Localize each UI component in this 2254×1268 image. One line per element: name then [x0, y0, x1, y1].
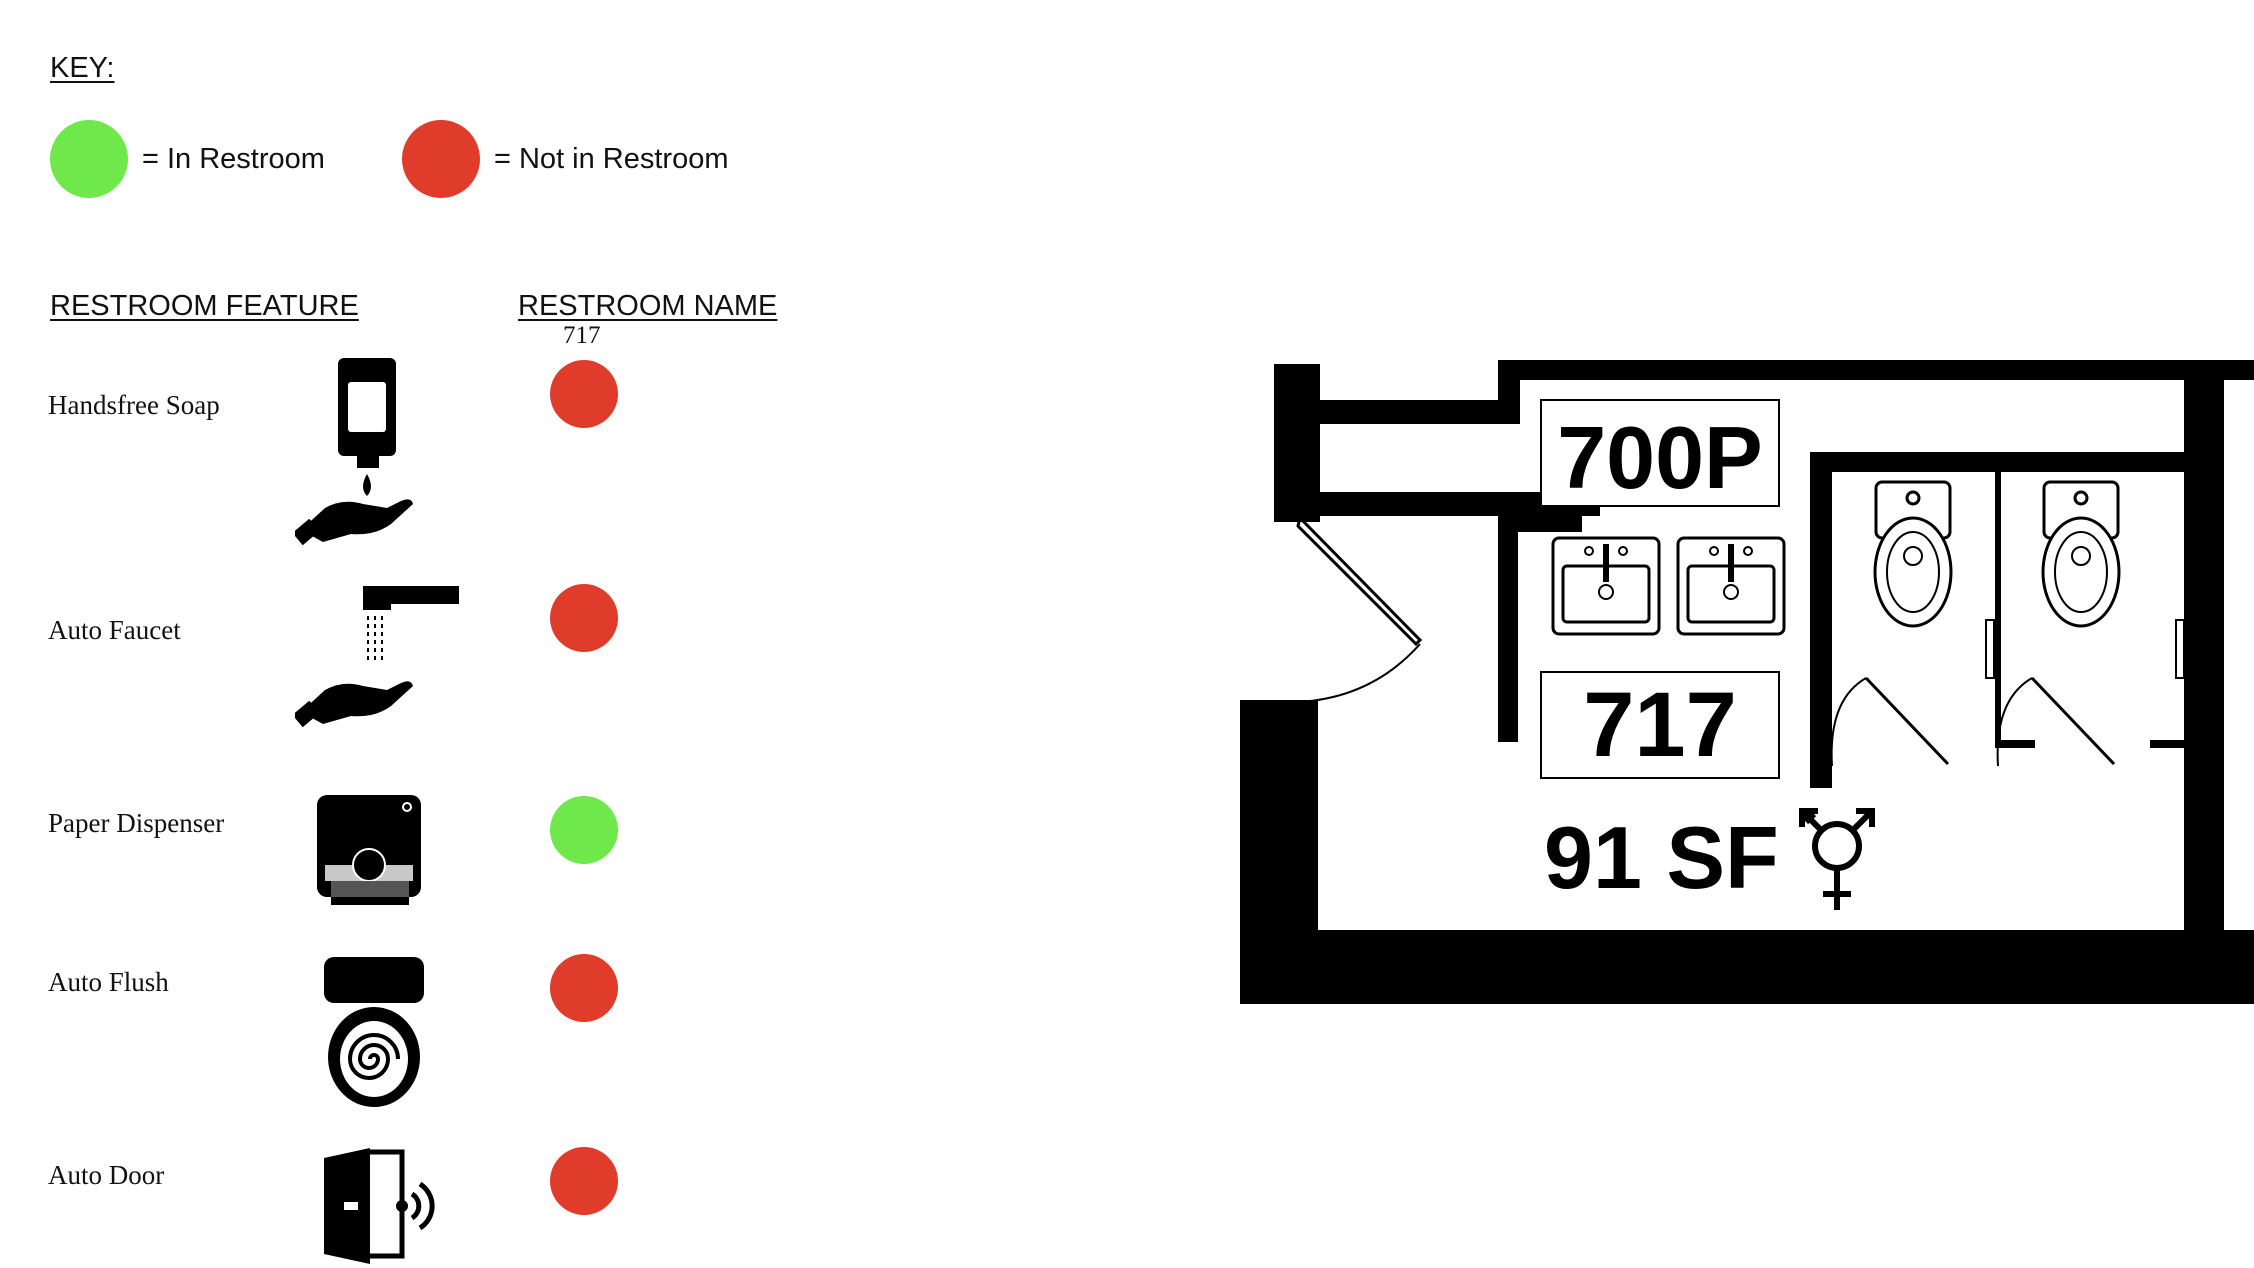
status-dot-auto-faucet	[550, 584, 618, 652]
sink-right	[1676, 536, 1786, 636]
floor-plan: 700P 717 91 SF	[1240, 360, 2254, 1015]
feature-column-header: RESTROOM FEATURE	[50, 290, 359, 322]
label-box-700p	[1540, 399, 1780, 507]
toilet-left	[1873, 480, 1953, 628]
feature-label-auto-faucet: Auto Faucet	[48, 615, 181, 645]
wall-right	[2184, 380, 2224, 960]
feature-label-auto-flush: Auto Flush	[48, 967, 169, 997]
feature-label-handsfree-soap: Handsfree Soap	[48, 390, 220, 420]
label-700p: 700P	[1557, 408, 1763, 507]
wall-left-lower	[1240, 700, 1318, 960]
label-box-717	[1540, 671, 1780, 779]
wall-vanity-left	[1498, 516, 1518, 742]
wall-700p-right	[1498, 360, 1520, 420]
status-dot-auto-door	[550, 1147, 618, 1215]
all-gender-icon	[1799, 808, 1875, 910]
wall-top	[1498, 360, 2254, 380]
stall-top-wall	[1810, 452, 2190, 472]
key-in-dot	[50, 120, 128, 198]
auto-door-icon	[320, 1148, 435, 1268]
corridor-top-wall	[1320, 400, 1520, 424]
status-dot-paper-dispenser	[550, 796, 618, 864]
key-in-label: = In Restroom	[142, 143, 325, 175]
sink-left	[1551, 536, 1661, 636]
wall-vanity-top	[1518, 516, 1582, 532]
status-dot-auto-flush	[550, 954, 618, 1022]
name-column-header: RESTROOM NAME	[518, 290, 778, 322]
area-label: 91 SF	[1544, 808, 1779, 907]
key-title: KEY:	[50, 52, 115, 84]
handsfree-soap-icon	[295, 358, 420, 548]
toilet-right	[2041, 480, 2121, 628]
auto-faucet-icon	[295, 580, 465, 730]
key-not-in-dot	[402, 120, 480, 198]
feature-label-auto-door: Auto Door	[48, 1160, 165, 1190]
wall-bottom	[1240, 930, 2254, 1004]
key-not-in-label: = Not in Restroom	[494, 143, 729, 175]
label-717: 717	[1583, 674, 1737, 776]
feature-label-paper-dispenser: Paper Dispenser	[48, 808, 225, 838]
paper-dispenser-icon	[315, 793, 425, 908]
stall-left-wall	[1810, 452, 1832, 788]
restroom-code: 717	[563, 322, 601, 349]
wall-left-stub	[1274, 364, 1294, 522]
auto-flush-icon	[320, 955, 430, 1110]
status-dot-handsfree-soap	[550, 360, 618, 428]
stall-divider	[1995, 472, 2001, 748]
